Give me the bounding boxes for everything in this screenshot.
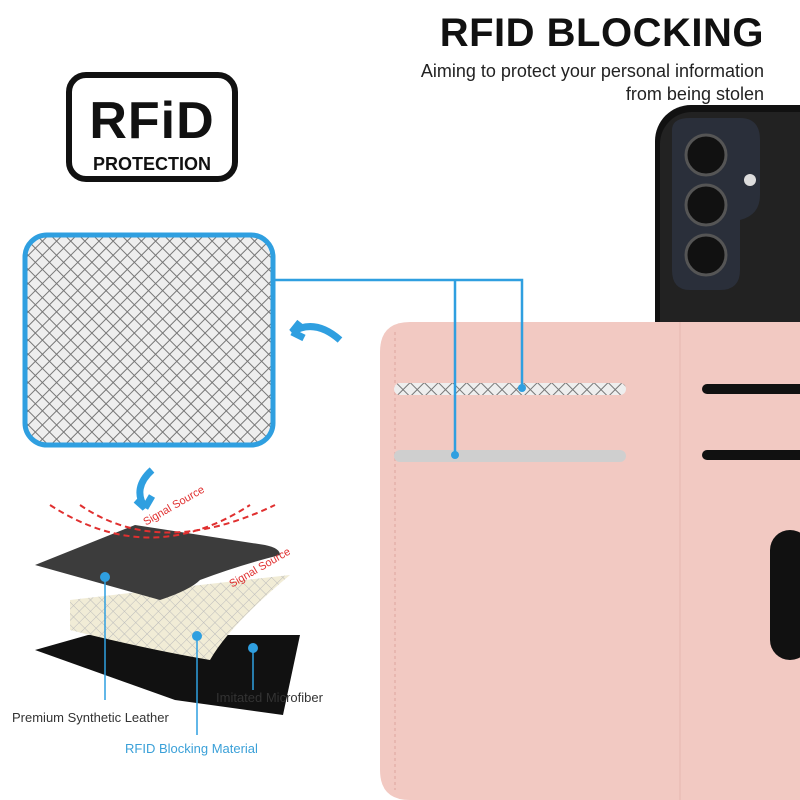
card-slot [702,450,800,460]
camera-lens [684,183,728,227]
camera-lens [684,133,728,177]
badge-subtitle: PROTECTION [92,154,211,174]
page-title: RFID BLOCKING [439,11,764,55]
card-slot-rfid [394,450,626,462]
layer-label-leather: Premium Synthetic Leather [12,710,169,725]
camera-lens [684,233,728,277]
wallet-case [380,322,800,800]
card-slot [702,384,800,394]
card-slot-rfid [394,383,626,395]
arrow-icon [133,467,156,511]
subtitle: Aiming to protect your personal informat… [364,60,764,106]
rfid-mesh-closeup [22,232,276,448]
subtitle-line: from being stolen [625,84,764,104]
layer-label-rfid: RFID Blocking Material [125,741,258,756]
callout-lines [272,278,524,455]
subtitle-line: Aiming to protect your personal informat… [420,61,764,81]
arrow-icon [289,319,343,343]
badge-title: RFiD [89,92,215,150]
layer-diagram [35,504,300,735]
layer-label-microfiber: Imitated Microfiber [216,690,323,705]
rfid-protection-badge: RFiD PROTECTION [66,72,238,182]
